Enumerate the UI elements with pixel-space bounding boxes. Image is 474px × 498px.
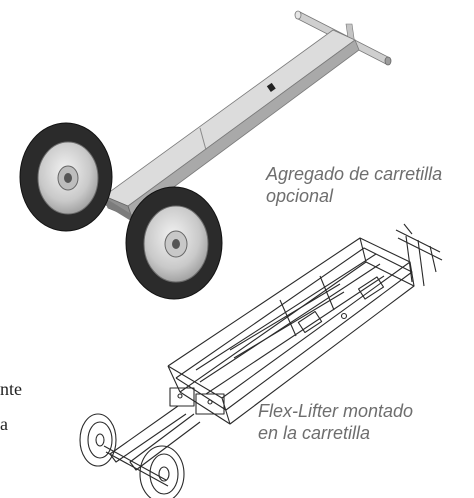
cropped-text-fragment: nte [0,379,22,399]
front-wheel [125,186,223,300]
mounted-caption: Flex-Lifter montado en la carretilla [258,400,413,444]
back-wheel [19,122,113,232]
caption-line: Flex-Lifter montado [258,401,414,421]
caption-line: Agregado de carretilla [266,164,443,184]
small-cart-wheels [79,413,185,498]
cropped-text-fragment: a [0,414,8,434]
caption-line: opcional [266,186,334,206]
cart-attachment-caption: Agregado de carretilla opcional [266,163,442,207]
caption-line: en la carretilla [258,423,371,443]
